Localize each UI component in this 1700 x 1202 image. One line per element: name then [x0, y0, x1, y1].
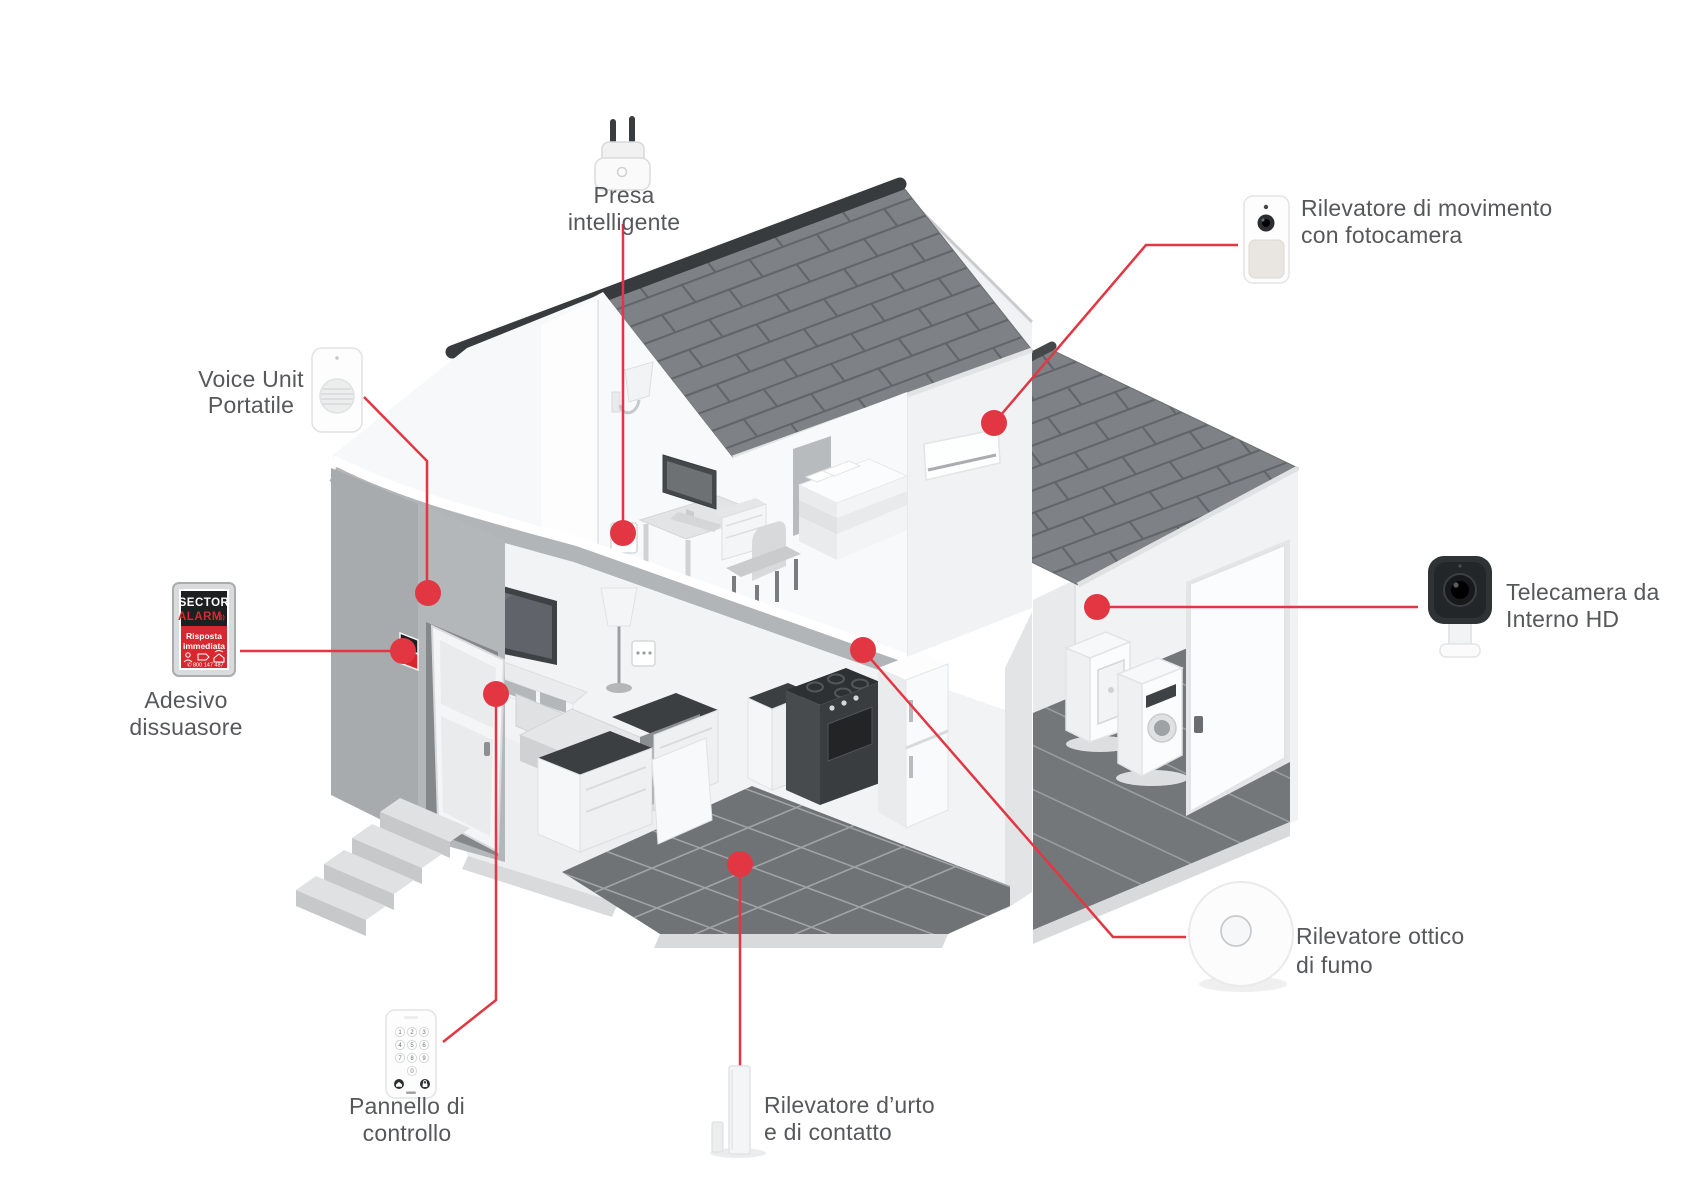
- door-handle: [1194, 716, 1203, 733]
- phone-icon: ✆: [187, 662, 192, 669]
- key-9: 9: [422, 1056, 426, 1062]
- label-adesivo-line1: Adesivo: [144, 687, 227, 713]
- key-4: 4: [398, 1043, 402, 1049]
- kitchen-exterior-wall: [1005, 612, 1032, 910]
- sticker-brand-line2: ALARM: [178, 611, 222, 623]
- dot-voice: [415, 580, 441, 606]
- speaker-slot: [406, 1091, 416, 1094]
- washing-machine: [1116, 657, 1188, 786]
- dot-fumo: [850, 637, 876, 663]
- dot-movimento: [981, 410, 1007, 436]
- open-cabinet-door: [651, 737, 713, 845]
- label-pannello-line1: Pannello di: [349, 1093, 465, 1119]
- bedroom-ac-unit: [923, 428, 1001, 481]
- front-door: [426, 622, 506, 856]
- stove: [786, 668, 880, 805]
- label-pannello-line2: controllo: [363, 1120, 452, 1146]
- label-fumo-line2: di fumo: [1296, 952, 1373, 978]
- dot-presa: [610, 520, 636, 546]
- front-left-wall: [296, 468, 506, 936]
- monitor: [662, 454, 717, 521]
- smoke-detector-icon: [1188, 881, 1294, 992]
- control-panel-icon: 1 2 3 4 5 6 7 8 9 0: [385, 1009, 437, 1099]
- wall-lamp: [611, 361, 654, 415]
- label-movimento-line2: con fotocamera: [1301, 222, 1462, 248]
- fridge: [878, 652, 949, 829]
- sticker-brand-line1: SECTOR: [179, 597, 230, 609]
- label-fumo-line1: Rilevatore ottico: [1296, 923, 1464, 949]
- label-urto-line2: e di contatto: [764, 1119, 892, 1145]
- living-wall-outlet: [631, 640, 656, 667]
- contact-detector-icon: [710, 1065, 766, 1158]
- floor-lamp: [600, 587, 638, 693]
- dot-adesivo: [390, 638, 416, 664]
- label-movimento-line1: Rilevatore di movimento: [1301, 195, 1552, 221]
- deterrent-sticker-icon: SECTOR ALARM •))) Risposta immediata ✆ 8…: [172, 582, 236, 677]
- connector-pannello: [442, 695, 498, 1043]
- key-3: 3: [422, 1030, 426, 1036]
- door-handle: [484, 742, 490, 756]
- connector-dots: [390, 410, 1110, 877]
- entry-steps: [296, 798, 470, 936]
- voice-unit-icon: [311, 347, 363, 433]
- label-voice-line2: Portatile: [208, 392, 294, 418]
- connector-lines: [240, 224, 1418, 1066]
- key-8: 8: [410, 1056, 414, 1062]
- key-1: 1: [398, 1030, 402, 1036]
- bed: [793, 436, 909, 560]
- dot-urto: [727, 851, 753, 877]
- sticker-tagline-line1: Risposta: [186, 631, 222, 641]
- sticker-phone-number: 800 147 487: [193, 663, 224, 669]
- keyboard: [670, 512, 722, 532]
- sound-wave-icon: •))): [216, 614, 225, 621]
- bedroom-left-wall: [541, 299, 598, 566]
- label-presa-line1: Presa: [593, 182, 654, 208]
- dot-pannello: [483, 681, 509, 707]
- indoor-camera-icon: [1428, 556, 1492, 658]
- label-presa-line2: intelligente: [568, 209, 680, 235]
- connector-voice: [363, 396, 429, 592]
- dot-telecamera: [1084, 594, 1110, 620]
- desk-chair: [726, 521, 801, 616]
- sticker-tagline-line2: immediata: [183, 641, 225, 651]
- desk: [638, 454, 767, 586]
- smart-plug-icon: [594, 116, 651, 191]
- motion-detector-icon: [1243, 195, 1290, 284]
- home-icon: [396, 1081, 402, 1087]
- key-5: 5: [410, 1043, 414, 1049]
- key-6: 6: [422, 1043, 426, 1049]
- connector-movimento: [993, 243, 1238, 424]
- label-telecamera-line1: Telecamera da: [1506, 579, 1659, 605]
- key-2: 2: [410, 1030, 414, 1036]
- label-adesivo-line2: dissuasore: [129, 714, 242, 740]
- label-telecamera-line2: Interno HD: [1506, 606, 1619, 632]
- kitchen-island: [537, 693, 719, 853]
- label-urto-line1: Rilevatore d’urto: [764, 1092, 935, 1118]
- label-voice-line1: Voice Unit: [198, 366, 304, 392]
- connector-fumo: [862, 649, 1186, 939]
- key-0: 0: [410, 1069, 414, 1075]
- lock-icon: [422, 1080, 428, 1087]
- key-7: 7: [398, 1056, 402, 1062]
- sticker-pictograms: [183, 650, 225, 663]
